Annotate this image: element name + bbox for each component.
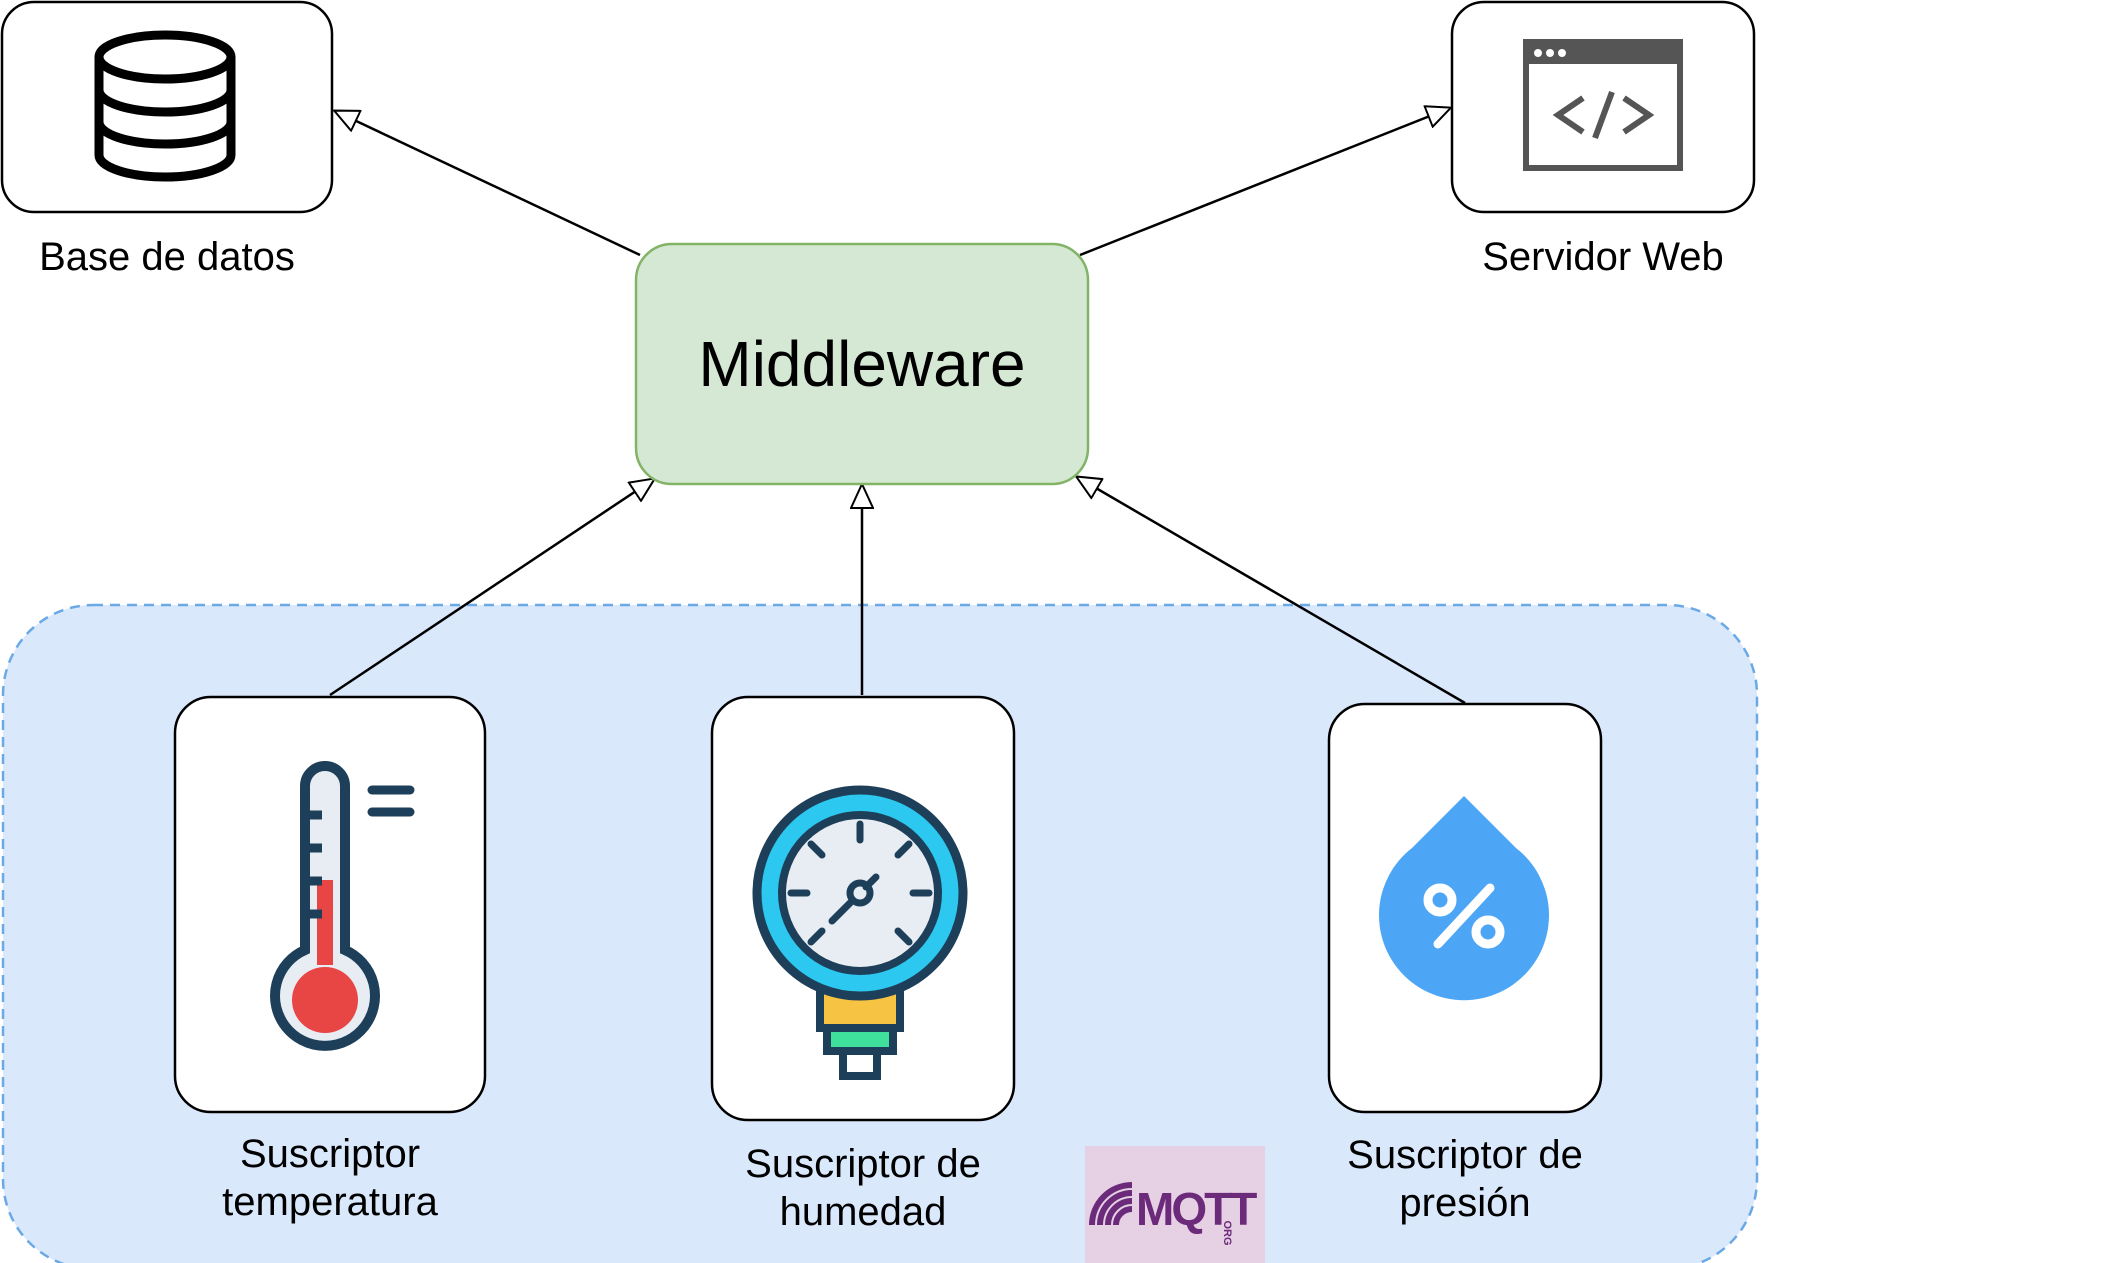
middleware-label: Middleware	[698, 328, 1026, 400]
mqtt-logo	[1085, 1146, 1265, 1263]
arrow-pressure-to-middleware	[1077, 477, 1466, 705]
database-node	[0, 0, 334, 214]
database-label: Base de datos	[39, 235, 295, 279]
arrow-middleware-to-webserver	[1079, 108, 1450, 257]
thermometer-icon	[270, 761, 415, 1051]
arrow-middleware-to-database	[335, 111, 641, 257]
humidity-label-line1: Suscriptor de	[745, 1142, 981, 1186]
database-icon	[94, 30, 236, 182]
pressure-label-line1: Suscriptor de	[1347, 1133, 1583, 1177]
mqtt-logo-text: MQTT	[1136, 1183, 1257, 1235]
temperature-label-line2: temperatura	[222, 1180, 438, 1224]
pressure-gauge-icon	[752, 785, 968, 1080]
mqtt-logo-suffix: ORG	[1221, 1220, 1233, 1246]
webserver-node	[1450, 0, 1756, 214]
webserver-label: Servidor Web	[1482, 235, 1724, 279]
humidity-drop-icon	[1378, 796, 1550, 1001]
arrow-temp-to-middleware	[329, 479, 654, 697]
pressure-label-line2: presión	[1399, 1181, 1531, 1225]
humidity-label-line2: humedad	[779, 1190, 947, 1234]
browser-code-icon	[1523, 39, 1683, 171]
middleware-node	[634, 242, 1090, 486]
temperature-label-line1: Suscriptor	[239, 1132, 421, 1176]
